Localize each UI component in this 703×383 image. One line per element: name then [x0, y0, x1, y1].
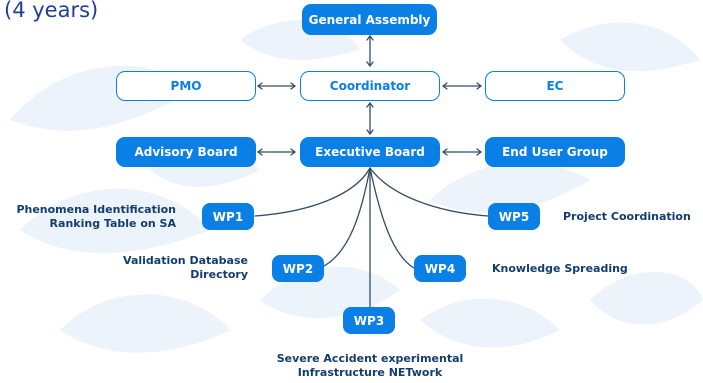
- wp3-description: Severe Accident experimental Infrastruct…: [276, 352, 464, 379]
- wp5-box: WP5: [488, 203, 540, 230]
- pmo-box: PMO: [116, 71, 256, 101]
- wp1-description: Phenomena Identification Ranking Table o…: [16, 203, 176, 230]
- general-assembly-box: General Assembly: [302, 4, 437, 35]
- coordinator-box: Coordinator: [300, 71, 440, 101]
- wp4-box: WP4: [414, 255, 466, 282]
- executive-board-box: Executive Board: [300, 137, 440, 167]
- wp1-box: WP1: [202, 203, 254, 230]
- duration-text: (4 years): [4, 0, 99, 22]
- wp4-description: Knowledge Spreading: [492, 262, 628, 275]
- wp2-description: Validation Database Directory: [123, 254, 248, 281]
- wp3-box: WP3: [343, 307, 395, 334]
- end-user-group-box: End User Group: [485, 137, 625, 167]
- wp5-description: Project Coordination: [563, 210, 691, 223]
- advisory-board-box: Advisory Board: [116, 137, 256, 167]
- wp2-box: WP2: [272, 255, 324, 282]
- ec-box: EC: [485, 71, 625, 101]
